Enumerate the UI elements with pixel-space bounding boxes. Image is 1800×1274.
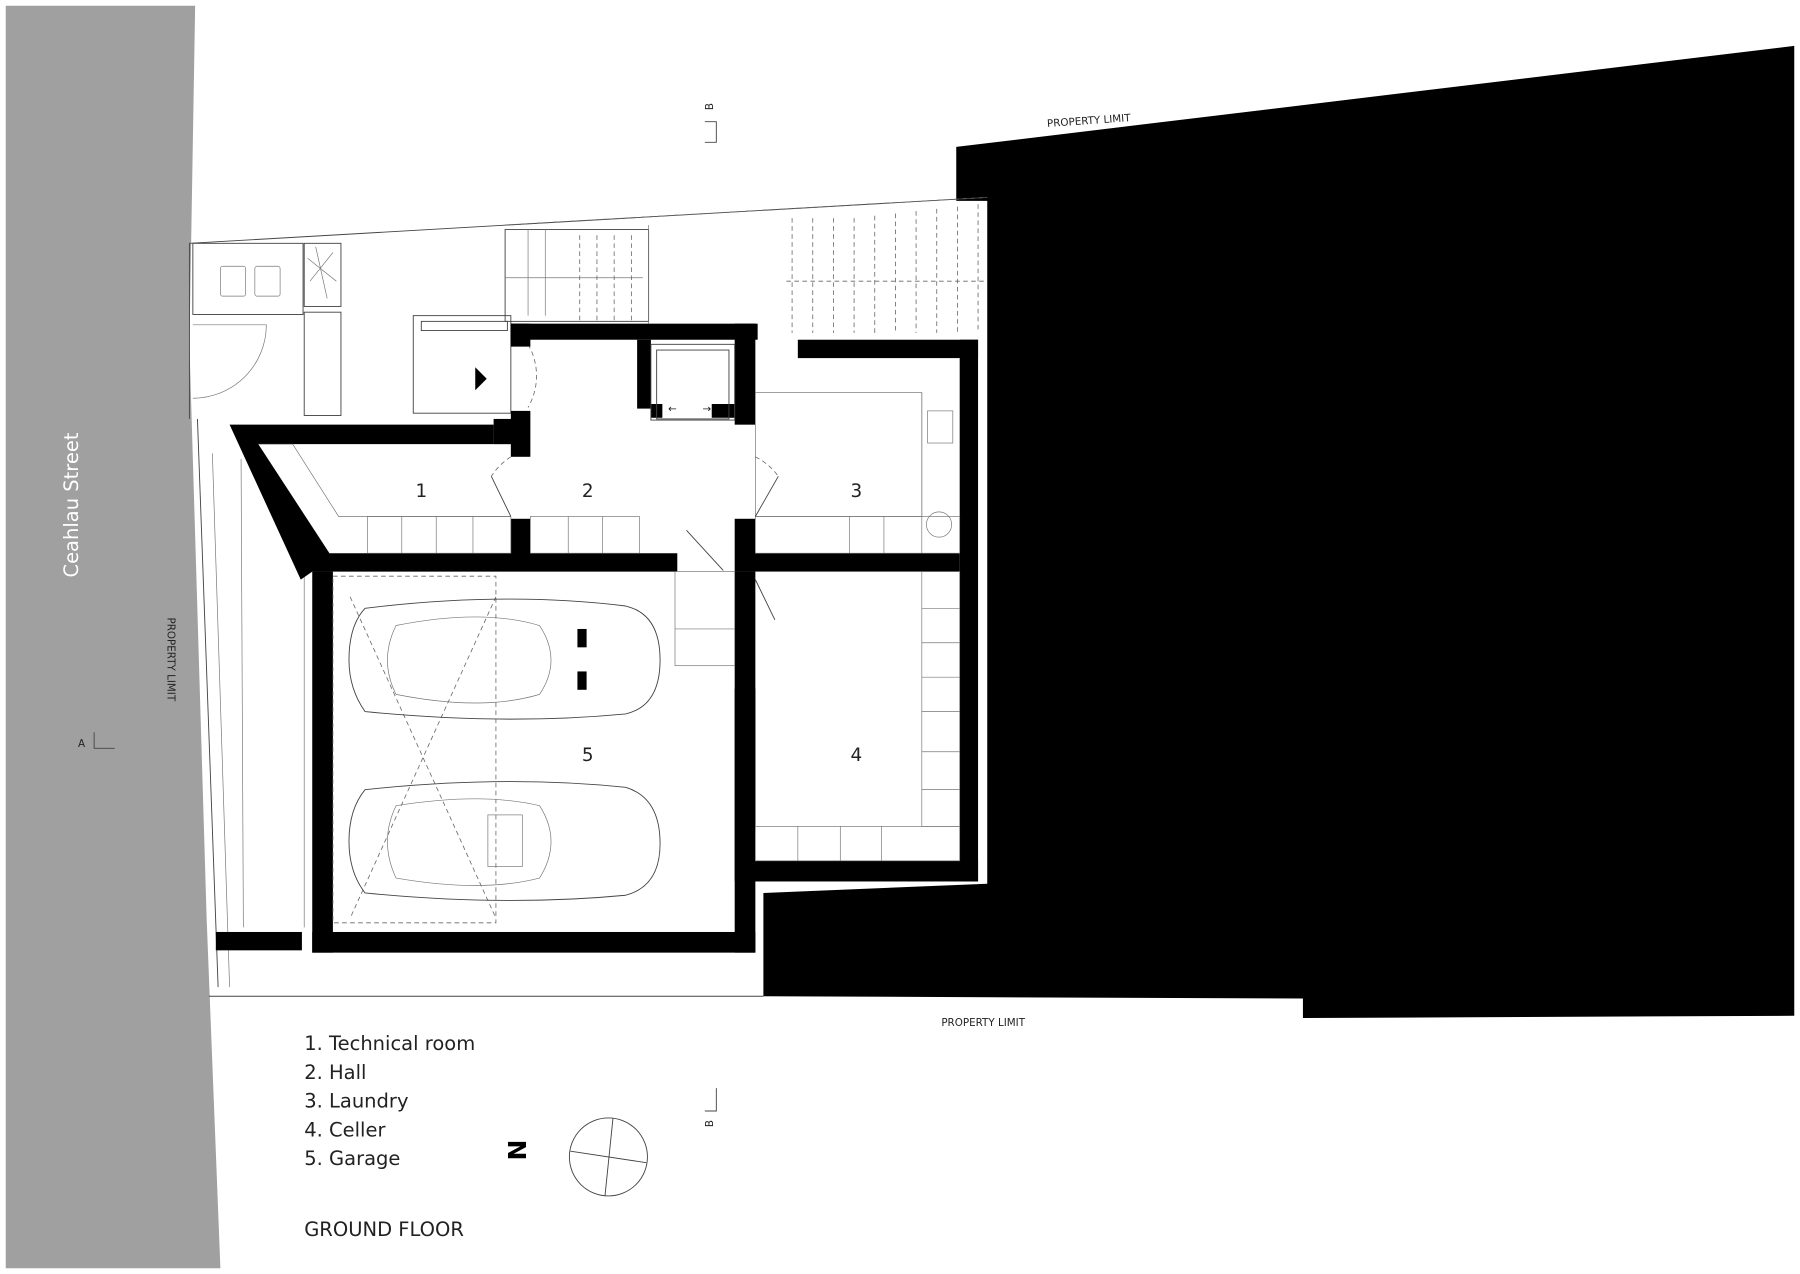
property-limit-bottom: PROPERTY LIMIT <box>941 1017 1025 1029</box>
legend-item: 5. Garage <box>304 1147 400 1170</box>
legend-item: 2. Hall <box>304 1061 366 1084</box>
room-number-5: 5 <box>582 745 594 766</box>
section-marker-a: A <box>78 732 115 750</box>
site-lines <box>188 196 988 997</box>
property-limit-top: PROPERTY LIMIT <box>1047 112 1132 130</box>
legend-item: 3. Laundry <box>304 1090 408 1113</box>
walls <box>215 323 979 953</box>
svg-text:N: N <box>503 1139 532 1160</box>
room-number-4: 4 <box>851 745 863 766</box>
street-name: Ceahlau Street <box>60 432 83 577</box>
floor-title: GROUND FLOOR <box>304 1218 464 1241</box>
legend-item: 4. Celler <box>304 1118 386 1141</box>
svg-text:A: A <box>78 738 85 750</box>
north-arrow-icon: N <box>503 1117 648 1197</box>
street-area <box>5 5 221 1269</box>
garage-cars <box>332 575 661 924</box>
elevator: ← → <box>650 343 736 421</box>
svg-text:B: B <box>704 103 716 110</box>
svg-text:B: B <box>704 1120 716 1127</box>
room-fixtures <box>258 392 961 862</box>
legend-item: 1. Technical room <box>304 1032 475 1055</box>
property-limit-left: PROPERTY LIMIT <box>165 617 177 701</box>
section-marker-b-top: B <box>704 103 717 143</box>
car-icon <box>348 598 661 720</box>
neighbor-building <box>763 45 1795 1019</box>
svg-text:→: → <box>703 403 712 415</box>
room-number-2: 2 <box>582 481 594 502</box>
svg-text:←: ← <box>668 403 677 415</box>
room-number-1: 1 <box>415 481 427 502</box>
stairs <box>504 204 988 333</box>
room-number-3: 3 <box>851 481 863 502</box>
entrance-arrow-icon <box>475 367 487 391</box>
room-legend: 1. Technical room 2. Hall 3. Laundry 4. … <box>304 1032 475 1170</box>
section-marker-b-bottom: B <box>704 1088 717 1127</box>
car-icon <box>348 781 661 901</box>
entry-fixtures <box>192 242 537 416</box>
